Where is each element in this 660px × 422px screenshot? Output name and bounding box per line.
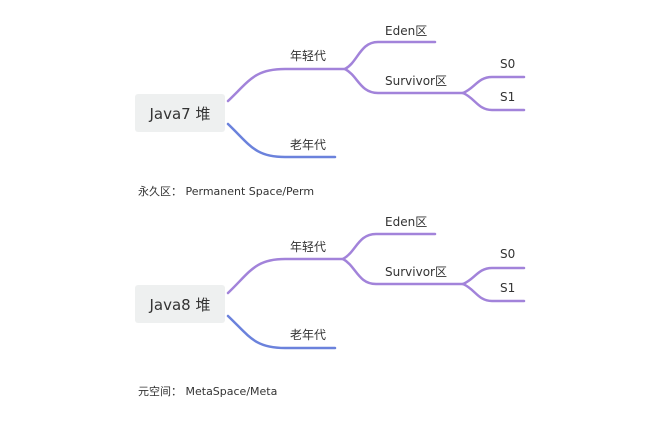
node-s0[interactable]: S0 <box>500 247 516 261</box>
diagram-1-connectors <box>226 40 526 159</box>
node-eden[interactable]: Eden区 <box>385 215 428 229</box>
node-survivor[interactable]: Survivor区 <box>385 74 447 88</box>
edge-survivor-s1 <box>461 282 526 303</box>
node-survivor[interactable]: Survivor区 <box>385 265 447 279</box>
root-node[interactable]: Java8 堆 <box>135 285 225 323</box>
edge-root-young <box>226 67 347 103</box>
edge-young-eden <box>341 232 437 261</box>
node-s1[interactable]: S1 <box>500 90 516 104</box>
node-old-gen[interactable]: 老年代 <box>290 328 327 342</box>
edge-root-young <box>226 257 345 295</box>
edge-young-eden <box>343 40 437 71</box>
edge-survivor-s0 <box>461 266 526 286</box>
root-node[interactable]: Java7 堆 <box>135 94 225 132</box>
node-old-gen[interactable]: 老年代 <box>290 138 327 152</box>
edge-survivor-s1 <box>461 91 526 112</box>
edge-root-old <box>226 314 337 350</box>
diagram-2-connectors <box>226 232 526 350</box>
edge-young-survivor <box>343 67 465 95</box>
node-eden[interactable]: Eden区 <box>385 24 428 38</box>
node-young-gen[interactable]: 年轻代 <box>290 240 327 254</box>
note-text: 元空间： MetaSpace/Meta <box>138 385 278 398</box>
node-young-gen[interactable]: 年轻代 <box>290 49 327 63</box>
edge-root-old <box>226 122 337 159</box>
node-s0[interactable]: S0 <box>500 57 516 71</box>
note-text: 永久区： Permanent Space/Perm <box>138 185 315 198</box>
node-s1[interactable]: S1 <box>500 281 516 295</box>
edge-survivor-s0 <box>461 75 526 95</box>
edge-young-survivor <box>341 257 465 286</box>
